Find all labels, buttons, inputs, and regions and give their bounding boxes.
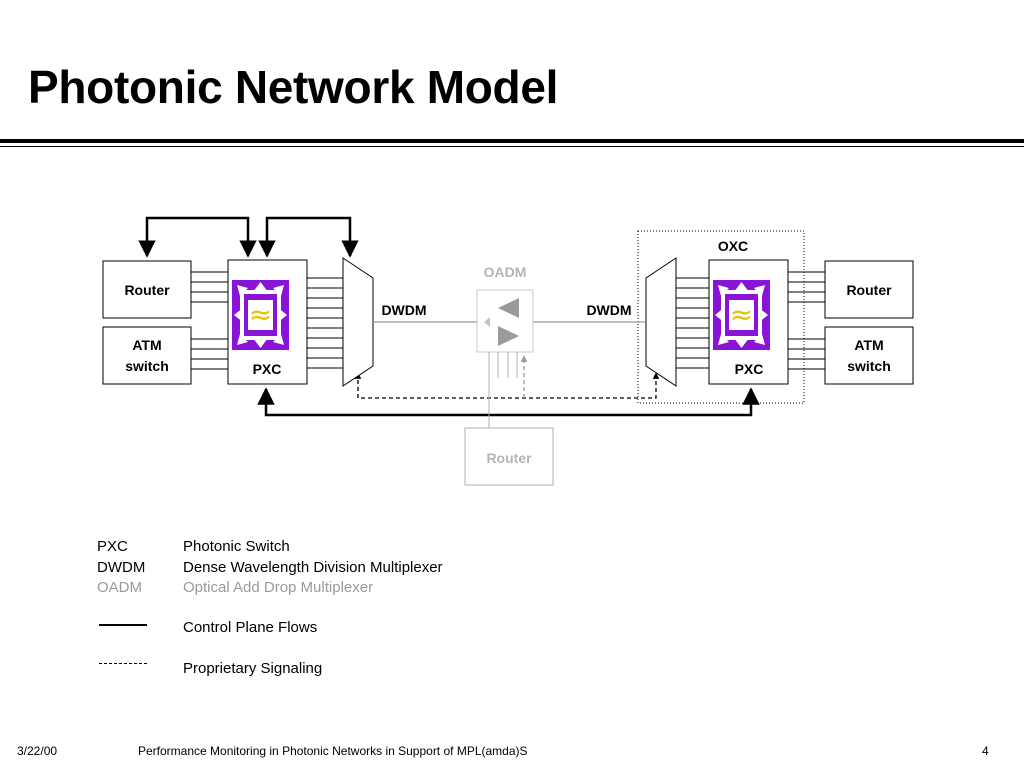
legend-desc: Dense Wavelength Division Multiplexer xyxy=(183,558,443,576)
dwdm-right-label: DWDM xyxy=(586,302,631,318)
left-atm-label-line2: switch xyxy=(125,358,169,374)
footer-text: Performance Monitoring in Photonic Netwo… xyxy=(138,744,528,758)
left-router-label: Router xyxy=(124,282,170,298)
left-photonic-switch-icon: ≈ xyxy=(232,280,289,350)
legend-abbr: OADM xyxy=(97,579,142,596)
left-client-links xyxy=(191,271,228,370)
proprietary-signaling-path xyxy=(354,372,660,399)
legend-desc: Photonic Switch xyxy=(183,538,290,555)
right-client-links xyxy=(788,271,825,370)
control-flow-router-to-pxc xyxy=(138,216,257,258)
oadm-triangle-lower xyxy=(498,326,519,346)
oadm-triangle-small-left xyxy=(484,317,490,327)
dashed-line-sample xyxy=(99,663,147,664)
right-atm-box xyxy=(824,326,914,385)
solid-line-sample xyxy=(99,624,147,626)
oxc-label: OXC xyxy=(718,238,748,254)
right-atm-label-line2: switch xyxy=(847,358,891,374)
title-rule-thick xyxy=(0,139,1024,143)
right-dwdm-mux xyxy=(645,257,677,387)
control-flow-pxc-to-pxc xyxy=(257,387,760,417)
legend-proprietary-label: Proprietary Signaling xyxy=(183,660,323,677)
bottom-router-label: Router xyxy=(486,450,532,466)
right-switch-glyph: ≈ xyxy=(730,298,753,331)
legend-abbr: DWDM xyxy=(97,558,146,576)
left-atm-label-line1: ATM xyxy=(132,337,161,353)
footer-date: 3/22/00 xyxy=(17,744,58,758)
left-router-box xyxy=(102,260,192,319)
footer-page-number: 4 xyxy=(982,744,989,758)
left-atm-box xyxy=(102,326,192,385)
left-dwdm-mux xyxy=(342,257,374,387)
legend-control-plane-label: Control Plane Flows xyxy=(183,619,318,636)
right-router-label: Router xyxy=(846,282,892,298)
control-flow-pxc-to-dwdm xyxy=(258,216,359,258)
left-pxc-dwdm-links xyxy=(307,277,343,369)
bottom-router-box xyxy=(464,427,554,486)
right-router-box xyxy=(824,260,914,319)
left-switch-glyph: ≈ xyxy=(249,298,272,331)
title-rule-thin xyxy=(0,146,1024,147)
right-pxc-label: PXC xyxy=(735,361,764,377)
right-atm-label-line1: ATM xyxy=(854,337,883,353)
right-dwdm-pxc-links xyxy=(676,277,709,369)
legend-abbr: PXC xyxy=(97,538,128,555)
oadm-drop-links xyxy=(488,352,518,378)
oadm-label: OADM xyxy=(484,264,527,280)
left-pxc-label: PXC xyxy=(253,361,282,377)
oadm-triangle-upper xyxy=(498,298,519,318)
right-photonic-switch-icon: ≈ xyxy=(713,280,770,350)
dwdm-left-label: DWDM xyxy=(381,302,426,318)
slide-title: Photonic Network Model xyxy=(28,61,559,113)
legend-desc: Optical Add Drop Multiplexer xyxy=(183,579,374,596)
